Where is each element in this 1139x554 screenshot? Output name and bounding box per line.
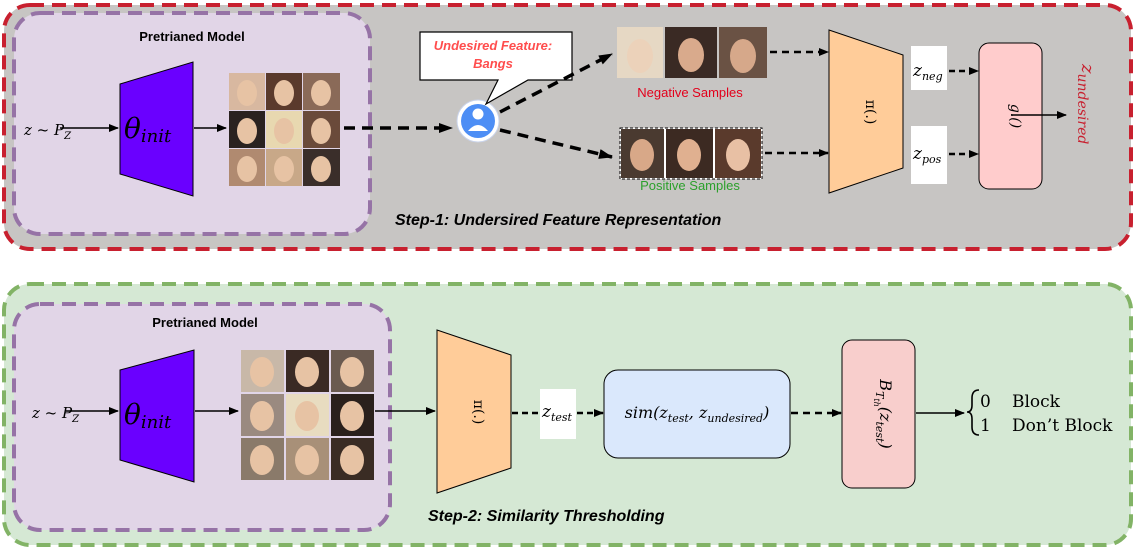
step1-face-grid xyxy=(229,73,340,186)
step2-encoder xyxy=(436,329,512,494)
step2-input-label: z ~ PZ xyxy=(31,404,80,425)
user-to-negative-arrow xyxy=(499,52,613,114)
step1-model-title: Pretrianed Model xyxy=(139,29,244,44)
step1-callout-line1: Undesired Feature: xyxy=(434,38,552,53)
output-brace xyxy=(966,389,980,436)
output-0-value: 0 xyxy=(980,392,991,412)
step2-theta-label: θinit xyxy=(124,398,172,433)
similarity-box xyxy=(603,369,791,459)
step2-model-title: Pretrianed Model xyxy=(152,315,257,330)
z-pos-label: zpos xyxy=(912,144,942,166)
step1-theta-label: θinit xyxy=(124,112,172,147)
positive-samples-label: Positive Samples xyxy=(640,178,740,193)
z-pos-box xyxy=(911,126,947,184)
step1-caption: Step-1: Undersired Feature Representatio… xyxy=(395,212,722,229)
step2-theta-generator xyxy=(119,349,195,483)
output-1-label: Don’t Block xyxy=(1012,416,1113,436)
z-neg-box xyxy=(911,46,947,90)
step1-callout-line2: Bangs xyxy=(473,56,513,71)
step1-callout xyxy=(419,31,573,106)
output-0-label: Block xyxy=(1012,392,1061,412)
g-function-label: g.() xyxy=(1007,104,1023,128)
z-undesired-label: zundesired xyxy=(1074,63,1098,144)
step2-caption: Step-2: Similarity Thresholding xyxy=(428,508,665,525)
step1-theta-generator xyxy=(119,61,194,197)
block-function-box xyxy=(841,339,916,489)
user-icon xyxy=(456,99,500,143)
step1-encoder xyxy=(828,29,904,194)
negative-samples-images xyxy=(617,27,767,78)
step2-face-grid xyxy=(241,350,374,480)
z-test-label: ztest xyxy=(541,402,573,424)
output-1-value: 1 xyxy=(980,416,991,436)
step2-encoder-label: π(.) xyxy=(470,400,486,425)
negative-samples-label: Negative Samples xyxy=(637,85,743,100)
g-function-box xyxy=(978,42,1043,190)
similarity-label: sim(ztest, zundesired) xyxy=(625,403,770,425)
z-test-box xyxy=(540,389,576,439)
step1-input-label: z ~ PZ xyxy=(23,121,72,142)
step1-encoder-label: π(.) xyxy=(862,100,878,125)
positive-samples-images xyxy=(619,127,763,180)
user-to-positive-arrow xyxy=(499,128,613,159)
block-function-label: BTth(ztest) xyxy=(872,378,895,448)
z-neg-label: zneg xyxy=(912,61,943,83)
